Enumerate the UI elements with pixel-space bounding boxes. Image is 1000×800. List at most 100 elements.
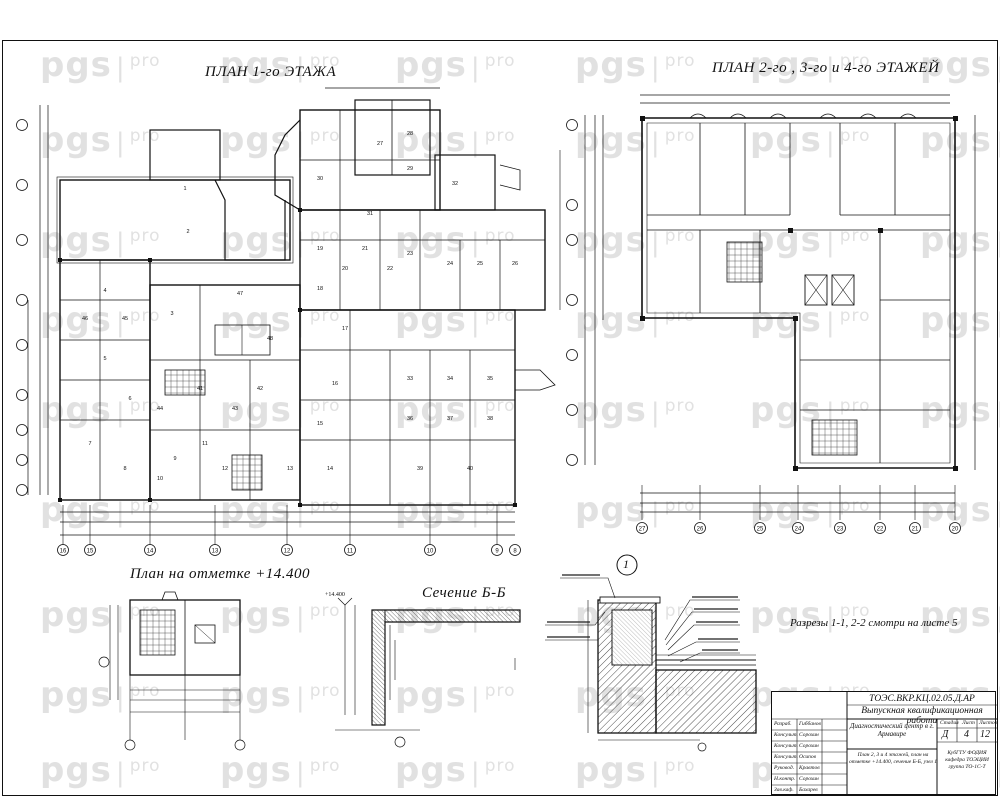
axis-marker xyxy=(16,119,28,131)
room-number: 28 xyxy=(407,131,413,137)
sheet-frame xyxy=(2,40,998,796)
thesis-title: Выпускная квалификационная работа xyxy=(861,706,983,726)
drawing-code: ТОЭС.ВКР.КЦ.02.05.Д.АР xyxy=(869,694,975,704)
stage-header: Стадия xyxy=(940,720,959,726)
room-number: 17 xyxy=(342,326,348,332)
svg-text:27: 27 xyxy=(639,526,646,532)
axis-marker: 21 xyxy=(909,522,921,534)
title-block-grid xyxy=(772,692,997,796)
room-number: 4 xyxy=(103,288,106,294)
room-number: 27 xyxy=(377,141,383,147)
svg-text:10: 10 xyxy=(427,548,434,554)
plan-floors-2-4 xyxy=(584,94,976,520)
axis-marker xyxy=(566,454,578,466)
room-number: 19 xyxy=(317,246,323,252)
axis-marker: 22 xyxy=(874,522,886,534)
room-number: 24 xyxy=(447,261,453,267)
room-number: 40 xyxy=(467,466,473,472)
svg-text:24: 24 xyxy=(795,526,802,532)
room-number: 16 xyxy=(332,381,338,387)
room-number: 13 xyxy=(287,466,293,472)
room-number: 47 xyxy=(237,291,243,297)
svg-text:13: 13 xyxy=(212,548,219,554)
title-section-bb: Сечение Б-Б xyxy=(422,585,506,601)
room-number: 43 xyxy=(232,406,238,412)
room-number: 48 xyxy=(267,336,273,342)
room-number: 2 xyxy=(186,229,189,235)
signature-name: Кравтов xyxy=(799,765,820,771)
signature-role: Консульт. xyxy=(774,743,798,749)
signature-name: Сорохин xyxy=(799,743,819,749)
axis-marker xyxy=(16,454,28,466)
node-mark-label: 1 xyxy=(623,557,629,571)
axis-marker: 24 xyxy=(792,522,804,534)
axis-marker xyxy=(566,234,578,246)
sheet-number: 4 xyxy=(964,729,969,740)
axis-marker: 25 xyxy=(754,522,766,534)
svg-text:9: 9 xyxy=(495,548,499,554)
project-name: Диагностический центр в г. Армавире xyxy=(849,722,935,738)
axis-marker: 23 xyxy=(834,522,846,534)
axis-marker xyxy=(566,294,578,306)
axis-marker xyxy=(16,234,28,246)
room-number: 5 xyxy=(103,356,106,362)
room-number: 35 xyxy=(487,376,493,382)
axis-marker: 13 xyxy=(209,544,221,556)
room-number: 8 xyxy=(123,466,126,472)
room-number: 42 xyxy=(257,386,263,392)
signature-role: Консульт. xyxy=(774,732,798,738)
axis-marker: 15 xyxy=(84,544,96,556)
signature-role: Консульт. xyxy=(774,754,798,760)
axis-marker xyxy=(566,119,578,131)
signature-name: Осипов xyxy=(799,754,817,760)
sheet-description: План 2, 3 и 4 этажей, план на отметке +1… xyxy=(849,752,937,765)
room-number: 45 xyxy=(122,316,128,322)
room-number: 6 xyxy=(128,396,131,402)
room-number: 15 xyxy=(317,421,323,427)
title-plan-level-14400: План на отметке +14.400 xyxy=(130,566,311,582)
axis-marker: 16 xyxy=(57,544,69,556)
room-number: 7 xyxy=(88,441,91,447)
room-number: 32 xyxy=(452,181,458,187)
section-level-mark: +14.400 xyxy=(325,592,345,598)
floors234-axis-markers: 27 26 25 24 23 22 21 20 xyxy=(566,119,961,534)
room-number: 33 xyxy=(407,376,413,382)
svg-text:25: 25 xyxy=(757,526,764,532)
signature-name: Сорохин xyxy=(799,776,819,782)
room-number: 18 xyxy=(317,286,323,292)
axis-marker: 11 xyxy=(344,544,356,556)
sheets-header: Листов xyxy=(979,720,998,726)
room-number: 46 xyxy=(82,316,88,322)
svg-text:15: 15 xyxy=(87,548,94,554)
svg-text:20: 20 xyxy=(952,526,959,532)
axis-marker xyxy=(16,339,28,351)
room-number: 14 xyxy=(327,466,333,472)
floor1-axis-markers: 16 15 14 13 12 11 10 9 8 xyxy=(16,119,521,556)
signature-name: Бахарев xyxy=(799,787,818,793)
signature-role: Зав.каф. xyxy=(774,787,794,793)
signature-name: Гиббанов xyxy=(799,721,821,727)
room-number: 26 xyxy=(512,261,518,267)
room-number: 23 xyxy=(407,251,413,257)
organization: КубГТУ ФОДИЯ кафедра ТОЭЦИИ группа ТО-1С… xyxy=(945,750,989,770)
room-number: 41 xyxy=(197,386,203,392)
signature-role: Руковод. xyxy=(774,765,795,771)
stage-value: Д xyxy=(942,729,949,740)
room-number: 31 xyxy=(367,211,373,217)
axis-marker xyxy=(16,179,28,191)
room-number: 30 xyxy=(317,176,323,182)
room-number: 20 xyxy=(342,266,348,272)
title-block: ТОЭС.ВКР.КЦ.02.05.Д.АР Выпускная квалифи… xyxy=(771,691,998,796)
svg-text:12: 12 xyxy=(284,548,291,554)
svg-text:26: 26 xyxy=(697,526,704,532)
room-number: 22 xyxy=(387,266,393,272)
room-number: 21 xyxy=(362,246,368,252)
signature-role: Разраб. xyxy=(774,721,792,727)
axis-marker xyxy=(566,199,578,211)
signature-name: Сорохин xyxy=(799,732,819,738)
svg-text:14: 14 xyxy=(147,548,154,554)
room-number: 36 xyxy=(407,416,413,422)
axis-marker: 20 xyxy=(949,522,961,534)
